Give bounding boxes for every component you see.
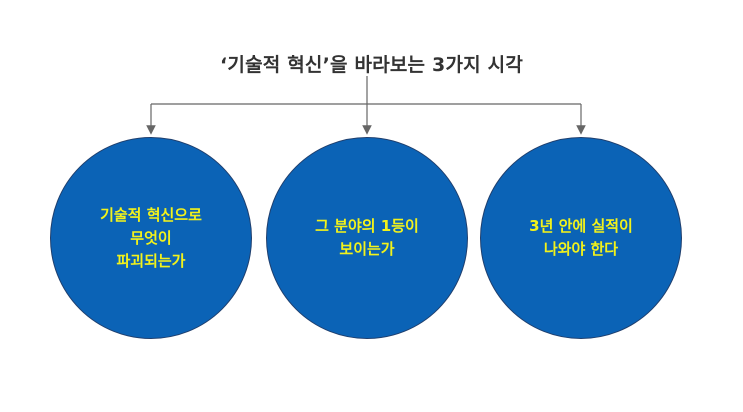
circle-center-text: 그 분야의 1등이 보이는가: [315, 217, 419, 258]
circle-left: 기술적 혁신으로 무엇이 파괴되는가: [50, 137, 252, 339]
circle-left-text: 기술적 혁신으로 무엇이 파괴되는가: [100, 205, 202, 270]
circle-right: 3년 안에 실적이 나와야 한다: [480, 137, 682, 339]
circle-right-text: 3년 안에 실적이 나와야 한다: [529, 217, 633, 258]
diagram-title: ‘기술적 혁신’을 바라보는 3가지 시각: [219, 54, 524, 76]
circle-center: 그 분야의 1등이 보이는가: [266, 137, 468, 339]
